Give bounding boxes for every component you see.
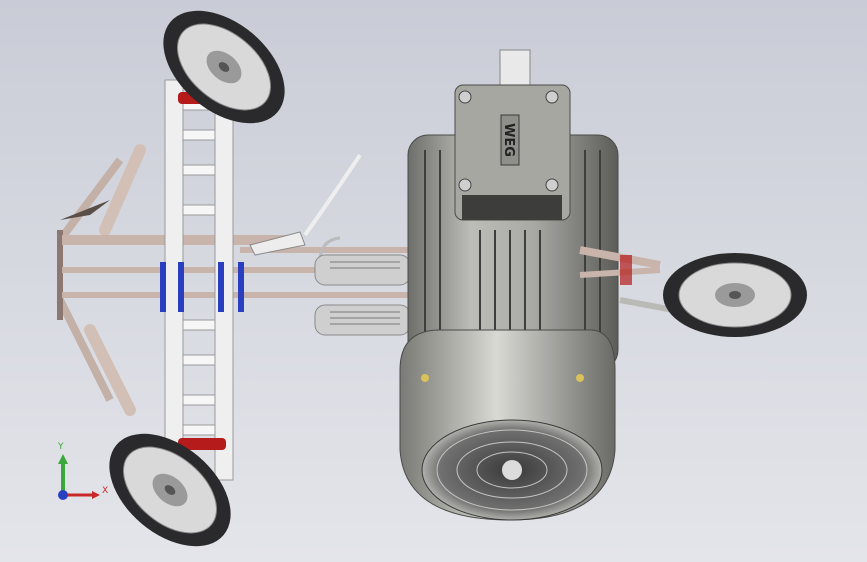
rear-wheel-top[interactable] xyxy=(142,0,306,146)
steering-handle[interactable] xyxy=(249,153,362,263)
motor-badge-text: WEG xyxy=(501,123,516,157)
battery-box[interactable] xyxy=(314,254,411,336)
red-clamp-bottom xyxy=(178,438,226,450)
triad-x-label: X xyxy=(102,486,109,496)
front-wheel[interactable] xyxy=(663,253,807,337)
electric-motor[interactable]: WEG xyxy=(399,49,619,521)
motor-shaft xyxy=(499,49,531,91)
axle-ladder-frame[interactable] xyxy=(160,79,244,481)
coordinate-triad: Y X xyxy=(50,440,110,510)
motor-badge: WEG xyxy=(500,114,520,166)
triad-y-label: Y xyxy=(58,442,64,452)
rear-wheel-bottom[interactable] xyxy=(88,411,252,562)
blue-clamp xyxy=(160,262,166,312)
triad-z-axis xyxy=(58,490,68,500)
